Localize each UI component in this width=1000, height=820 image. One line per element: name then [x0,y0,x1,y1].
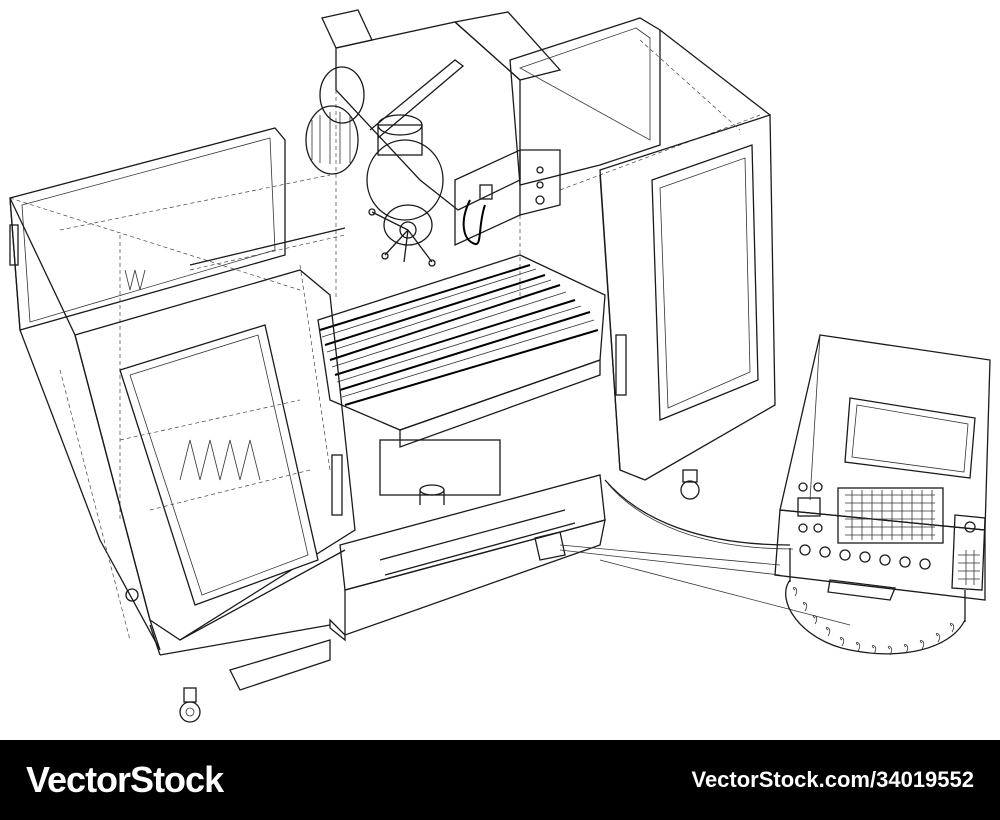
right-door [599,29,776,481]
watermark-footer: VectorStock VectorStock.com/34019552 [0,740,1000,820]
pendant-knobs [799,544,931,570]
cnc-control-pendant [774,334,991,601]
caster-left [179,687,201,723]
stock-id-text: VectorStock.com/34019552 [691,767,974,792]
rear-panel-right [509,17,761,191]
spindle-head [305,9,562,300]
cnc-milling-machine-illustration [9,9,991,723]
caster-right [680,469,700,500]
left-door [9,197,356,723]
pendant-cable [604,479,791,546]
t-slots [319,264,599,406]
base-cabinet [329,474,851,642]
coiled-cord [785,548,966,656]
pendant-keypad [837,487,944,544]
brand-logo-text: VectorStock [26,759,224,800]
caster-back [125,588,139,602]
worktable [189,227,606,505]
